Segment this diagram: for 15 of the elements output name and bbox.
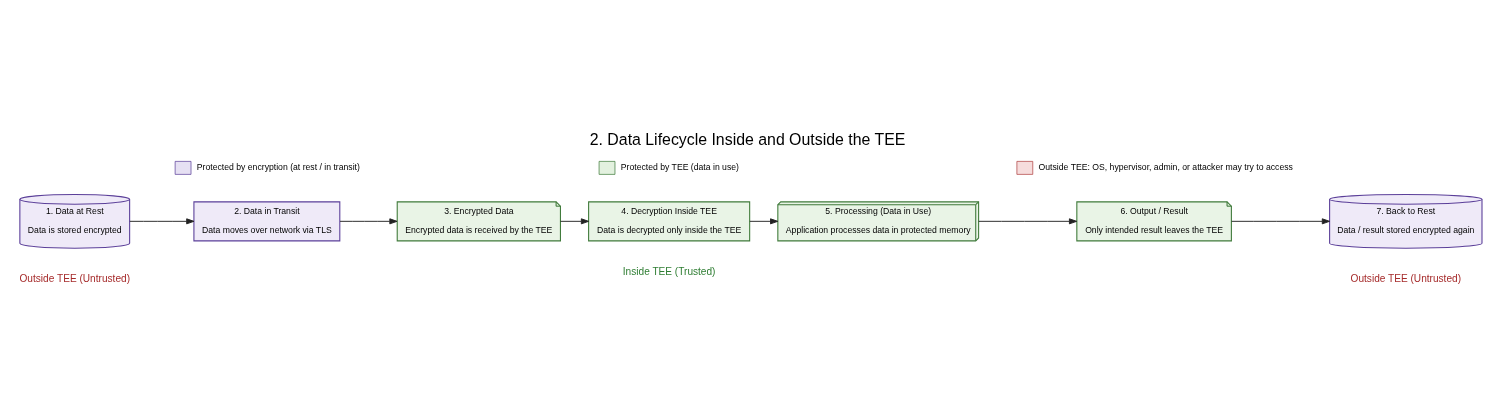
arrow	[1231, 217, 1330, 224]
arrow	[749, 217, 779, 224]
node-box: 2. Data in Transit Data moves over network via TLS	[193, 200, 341, 241]
legend-label: Protected by encryption (at rest / in transit)	[196, 161, 360, 172]
node-box: 4. Decryption Inside TEE Data is decrypted only inside the TEE	[588, 200, 751, 241]
label: Outside TEE (Untrusted)	[1350, 272, 1462, 284]
label: Inside TEE (Trusted)	[622, 265, 716, 277]
label: Outside TEE (Untrusted)	[19, 272, 130, 284]
diagram-title: 2. Data Lifecycle Inside and Outside the TEE	[589, 129, 906, 147]
arrow	[978, 217, 1078, 224]
arrow	[560, 217, 590, 224]
legend-label: Outside TEE: OS, hypervisor, admin, or attacker may try to access	[1038, 161, 1293, 172]
legend-label: Protected by TEE (data in use)	[620, 161, 739, 172]
arrow	[129, 217, 195, 224]
arrow	[339, 217, 398, 224]
